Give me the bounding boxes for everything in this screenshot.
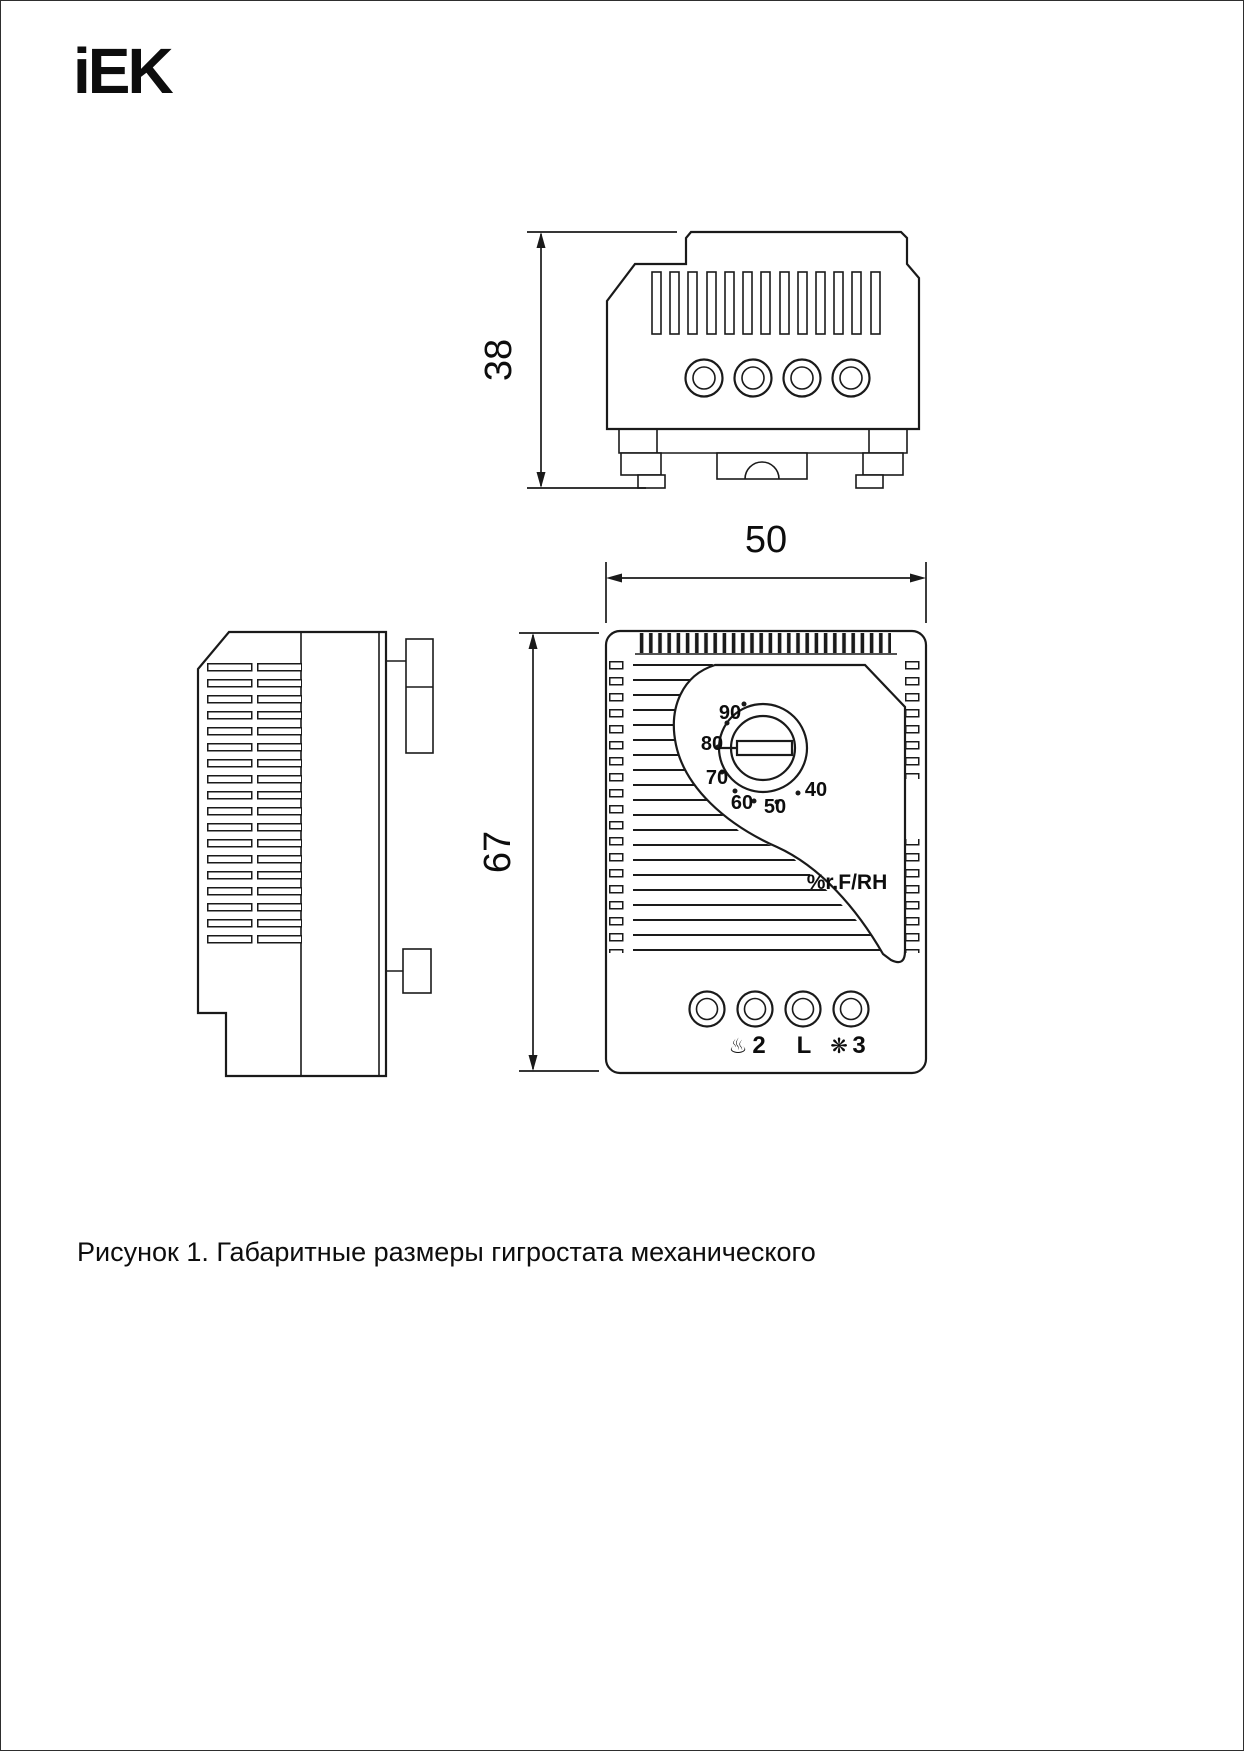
dial-scale-60: 60 (731, 792, 753, 814)
side-view (196, 630, 434, 1078)
top-view (605, 230, 921, 489)
dial-scale-50: 50 (764, 796, 786, 818)
humidity-unit-label: %r.F/RH (807, 871, 888, 894)
dial-scale-70: 70 (706, 767, 728, 789)
terminal-3-label: 3 (852, 1032, 865, 1059)
dimension-67: 67 (477, 632, 599, 1072)
dial-tick-dots (715, 701, 801, 805)
front-top-comb-vents (637, 633, 891, 653)
terminal-labels: ♨ 2 L ❋ 3 (729, 1032, 866, 1059)
dial-scale-numbers: 90 80 70 60 50 40 (701, 702, 827, 818)
side-vent-slats (207, 663, 302, 951)
din-rail-clip-top (386, 638, 434, 754)
top-vent-slots (651, 271, 881, 335)
dial-pointer-slot[interactable] (735, 739, 794, 757)
top-terminal-screws (684, 358, 871, 398)
iek-logo: iEK (73, 35, 174, 107)
dimension-38: 38 (478, 231, 677, 489)
front-left-vent-slots (609, 661, 624, 953)
din-rail-clip-bottom (386, 948, 432, 994)
dial-scale-80: 80 (701, 733, 723, 755)
figure-caption: Рисунок 1. Габаритные размеры гигростата… (77, 1237, 816, 1267)
fan-icon: ❋ (830, 1035, 848, 1058)
dial-scale-90: 90 (719, 702, 741, 724)
front-right-vent-slots-upper (905, 661, 920, 779)
front-terminal-screws (688, 990, 870, 1028)
dimension-50-label: 50 (745, 519, 787, 561)
dimension-67-label: 67 (477, 831, 519, 873)
humidity-dial: 90 80 70 60 50 40 (701, 701, 827, 818)
front-view: 90 80 70 60 50 40 %r.F/RH ♨ 2 L ❋ (604, 629, 928, 1075)
top-mounting-base (618, 429, 908, 489)
dimension-50: 50 (605, 519, 927, 623)
dimension-38-label: 38 (478, 339, 520, 381)
terminal-2-label: 2 (752, 1032, 765, 1059)
heater-icon: ♨ (729, 1035, 748, 1058)
terminal-l-label: L (797, 1032, 812, 1059)
dial-scale-40: 40 (805, 779, 827, 801)
front-right-vent-slots-lower (905, 839, 920, 953)
